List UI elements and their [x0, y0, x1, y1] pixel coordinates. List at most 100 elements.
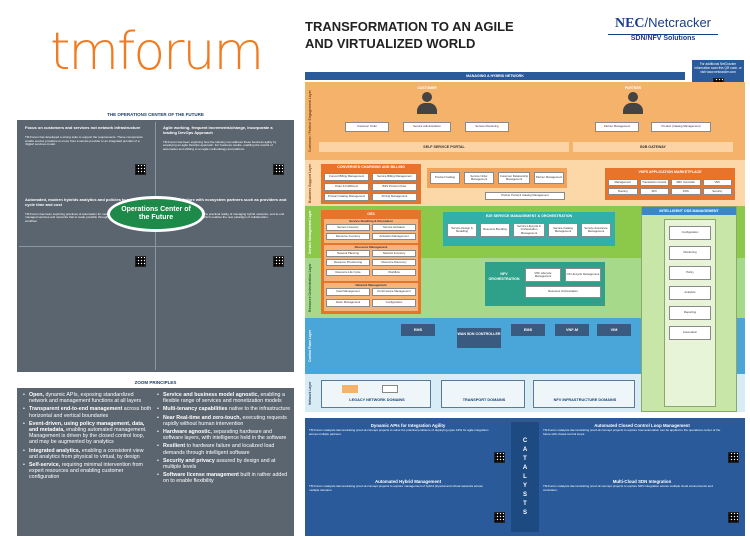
ops-center-header-text: THE OPERATIONS CENTER OF THE FUTURE	[107, 112, 204, 117]
nfvo-header: NFV ORCHESTRATION	[488, 272, 520, 281]
oss-item[interactable]: Service Inventory	[326, 224, 370, 231]
marketplace-item[interactable]: SFC	[639, 188, 669, 195]
zoom-item: Open, dynamic APIs, exposing standardize…	[23, 392, 153, 404]
diagram-header: MANAGING A HYBRID NETWORK	[305, 72, 685, 80]
oss-item[interactable]: Resource Discovery	[372, 259, 416, 266]
zoom-item: Integrated analytics, enabling a consist…	[23, 448, 153, 460]
vim-box[interactable]: VIM	[597, 324, 631, 336]
bss-box: CONVERGED CHARGING AND BILLING Convert B…	[321, 164, 421, 204]
ops-divider-h	[19, 246, 292, 247]
transport-domain-box: TRANSPORT DOMAINS	[441, 380, 525, 408]
marketplace-item[interactable]: Security	[702, 188, 732, 195]
e2e-header: E2E SERVICE MANAGEMENT & ORCHESTRATION	[485, 214, 573, 218]
marketplace-item[interactable]: SBC Controller	[671, 179, 701, 186]
hybrid-network-diagram: Customer / Partner Engagement Layer Busi…	[305, 82, 745, 412]
intelligent-oss-box: INTELLIGENT OSS MANAGEMENT Configuration…	[641, 206, 737, 412]
quadrant-title: Focus on customers and services not netw…	[25, 125, 141, 130]
layer-label: Network Layer	[308, 381, 312, 405]
intel-item[interactable]: Monitoring	[669, 246, 711, 260]
wan-sdn-controller-box[interactable]: WAN SDN CONTROLLER	[457, 328, 501, 348]
intel-item[interactable]: Configuration	[669, 226, 711, 240]
quadrant-body: TM Forum has developed a strong suite to…	[25, 134, 143, 147]
oss-item[interactable]: Fault Management	[326, 288, 370, 296]
bss-item[interactable]: Convert Billing Management	[324, 173, 369, 181]
bss-item[interactable]: BSS Product Order	[372, 183, 417, 191]
e2e-item[interactable]: Service Catalog Management	[548, 223, 578, 237]
e2e-box: E2E SERVICE MANAGEMENT & ORCHESTRATION S…	[443, 212, 615, 246]
oss-item[interactable]: Alarm Management	[326, 299, 370, 307]
qr-code-icon	[273, 256, 284, 267]
intel-item[interactable]: Automation	[669, 326, 711, 340]
oss-item[interactable]: Performance Management	[372, 288, 416, 296]
mid-item[interactable]: Partner Management	[534, 172, 564, 184]
zoom-item: Near Real-time and zero-touch, executing…	[157, 415, 291, 427]
service-admin-button[interactable]: Service Administration	[403, 122, 451, 132]
vnfm-box[interactable]: VNF-M	[555, 324, 589, 336]
tmforum-logo: tmforum	[50, 22, 264, 82]
bss-item[interactable]: Product Catalog Management	[324, 193, 369, 201]
oss-item[interactable]: Resource Life Cycle	[326, 269, 370, 276]
partner-portal-item[interactable]: Partner Portal & Catalog Management	[485, 192, 565, 200]
zoom-item: Hardware agnostic, separating hardware a…	[157, 429, 291, 441]
ops-quadrant-customers: Focus on customers and services not netw…	[25, 125, 149, 147]
oss-item[interactable]: Network Planning	[326, 250, 370, 257]
oss-item[interactable]: Service Activation	[372, 224, 416, 231]
bss-item[interactable]: Order & Fulfillment	[324, 183, 369, 191]
mid-item[interactable]: Product Catalog	[430, 172, 460, 184]
ops-center-header: THE OPERATIONS CENTER OF THE FUTURE	[17, 110, 294, 120]
quadrant-body: TM Forum has been exploring how the indu…	[163, 139, 277, 151]
e2e-item[interactable]: Service Assurance Management	[581, 223, 611, 237]
customer-order-button[interactable]: Customer Order	[345, 122, 389, 132]
intel-column: Configuration Monitoring Policy Analytic…	[664, 219, 716, 407]
oss-item[interactable]: Network Inventory	[372, 250, 416, 257]
catalysts-panel: CATALYSTS Dynamic APIs for Integration A…	[305, 418, 745, 536]
intel-item[interactable]: Reporting	[669, 306, 711, 320]
customer-label: CUSTOMER	[417, 86, 437, 90]
e2e-item[interactable]: Service Design & Modelling	[447, 223, 477, 237]
marketplace-item[interactable]: DNS	[671, 188, 701, 195]
zoom-item: Resilient to hardware failure and locali…	[157, 443, 291, 455]
mid-item[interactable]: Customer Relationship Management	[498, 172, 530, 184]
catalyst-card: Automated Closed Control Loop Management…	[543, 422, 741, 474]
intel-item[interactable]: Policy	[669, 266, 711, 280]
oss-box: OSS Service Bundling & Resolution Servic…	[321, 210, 421, 314]
bss-item[interactable]: Service Billing Management	[372, 173, 417, 181]
zoom-item: Self-service, requiring minimal interven…	[23, 462, 153, 481]
e2e-item[interactable]: Service Lifecycle & Orchestration Manage…	[513, 223, 545, 237]
bss-item[interactable]: Pricing Management	[372, 193, 417, 201]
oss-item[interactable]: Configuration	[372, 299, 416, 307]
logo-text: tmforum	[50, 22, 264, 82]
ems-box[interactable]: EMS	[401, 324, 435, 336]
partner-management-button[interactable]: Partner Management	[595, 122, 639, 132]
zoom-item: Multi-tenancy capabilities native to the…	[157, 406, 291, 412]
e2e-item[interactable]: Resource Bundling	[480, 223, 510, 237]
nfvo-item[interactable]: VNF Lifecycle Management	[525, 268, 561, 282]
nfvo-item[interactable]: NS Lifecycle Management	[565, 268, 601, 282]
nfvi-domain-label: NFV INFRASTRUCTURE DOMAINS	[553, 398, 617, 402]
zoom-list-left: Open, dynamic APIs, exposing standardize…	[23, 392, 153, 483]
marketplace-item[interactable]: Management	[608, 179, 638, 186]
partner-name-nec: NEC	[614, 16, 645, 31]
nfvo-item[interactable]: Resource Orchestration	[525, 286, 601, 298]
oss-item[interactable]: Resource Provisioning	[326, 259, 370, 266]
marketplace-item[interactable]: Routing	[608, 188, 638, 195]
oss-section-title: Network Management	[355, 283, 387, 287]
marketplace-item[interactable]: VNF	[702, 179, 732, 186]
ems-box-2[interactable]: EMS	[511, 324, 545, 336]
product-catalog-button[interactable]: Product (Catalog Management)	[651, 122, 711, 132]
mid-item[interactable]: Service Order Management	[464, 172, 494, 184]
service-monitoring-button[interactable]: Service Monitoring	[465, 122, 509, 132]
qr-code-icon	[494, 452, 505, 463]
oss-item[interactable]: Activation Management	[372, 233, 416, 240]
oss-item[interactable]: Workflow	[372, 269, 416, 276]
oss-header: OSS	[367, 212, 375, 216]
quadrant-body: TM Forum has been exploring practices of…	[25, 211, 149, 223]
quadrant-title: Automated, modern hybrids analytics and …	[25, 197, 140, 207]
intel-item[interactable]: Analytics	[669, 286, 711, 300]
oss-item[interactable]: Resource Inventory	[326, 233, 370, 240]
catalyst-card: Dynamic APIs for Integration Agility TM …	[309, 422, 507, 474]
legacy-domain-box: LEGACY NETWORK DOMAINS	[321, 380, 431, 408]
legacy-node	[342, 385, 358, 393]
marketplace-grid: Management Transaction Counts SBC Contro…	[608, 179, 732, 195]
marketplace-item[interactable]: Transaction Counts	[639, 179, 669, 186]
